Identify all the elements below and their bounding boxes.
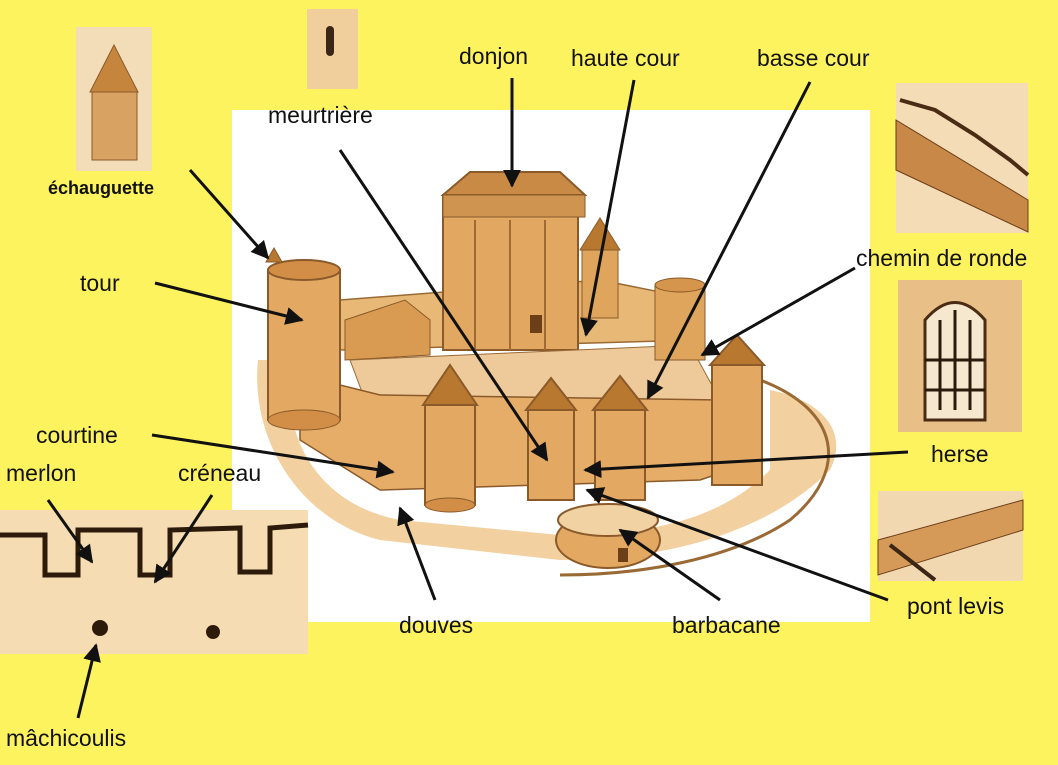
leader-herse: [583, 450, 909, 479]
label-tour: tour: [80, 270, 120, 296]
leader-merlon: [46, 499, 94, 564]
leader-barbacane: [618, 528, 721, 602]
leader-basse-cour: [646, 81, 812, 400]
inset-crenellation: [0, 510, 309, 654]
inset-pont-levis: [877, 491, 1024, 582]
leader-machicoulis: [76, 643, 101, 719]
label-herse: herse: [931, 441, 989, 467]
barbican: [555, 503, 661, 569]
outer-wall: [559, 378, 830, 577]
tower-right-round: [654, 277, 706, 361]
inset-herse: [898, 280, 1022, 432]
label-meurtriere: meurtrière: [268, 102, 373, 128]
inset-meurtriere: [307, 9, 358, 89]
leader-meurtriere: [338, 149, 549, 462]
label-echauguette: échauguette: [48, 178, 155, 198]
label-creneau: créneau: [178, 460, 262, 486]
label-haute-cour: haute cour: [571, 45, 680, 71]
leader-tour: [154, 281, 304, 325]
label-douves: douves: [399, 612, 474, 638]
tower-front-3: [590, 374, 650, 501]
leader-lines: [46, 78, 909, 719]
inset-echauguette: [76, 27, 152, 171]
label-donjon: donjon: [459, 43, 529, 69]
leader-creneau: [153, 494, 214, 584]
label-pont-levis: pont levis: [907, 593, 1005, 619]
inset-chemin-de-ronde: [895, 83, 1030, 233]
tower-back-right: [579, 217, 621, 319]
label-merlon: merlon: [6, 460, 77, 486]
label-basse-cour: basse cour: [757, 45, 870, 71]
leader-haute-cour: [580, 79, 636, 337]
keep: [440, 171, 588, 351]
label-courtine: courtine: [36, 422, 118, 448]
label-barbacane: barbacane: [672, 612, 781, 638]
leader-chemin-de-ronde: [700, 266, 856, 357]
leader-pont-levis: [585, 487, 889, 602]
tower-front-4: [707, 333, 767, 486]
leader-courtine: [151, 433, 395, 479]
tower-left: [265, 246, 341, 431]
leader-echauguette: [188, 169, 270, 260]
label-machicoulis: mâchicoulis: [6, 725, 127, 751]
inner-building: [344, 299, 431, 361]
leader-douves: [397, 506, 437, 601]
label-chemin-de-ronde: chemin de ronde: [856, 245, 1028, 271]
tower-front-1: [421, 363, 479, 513]
